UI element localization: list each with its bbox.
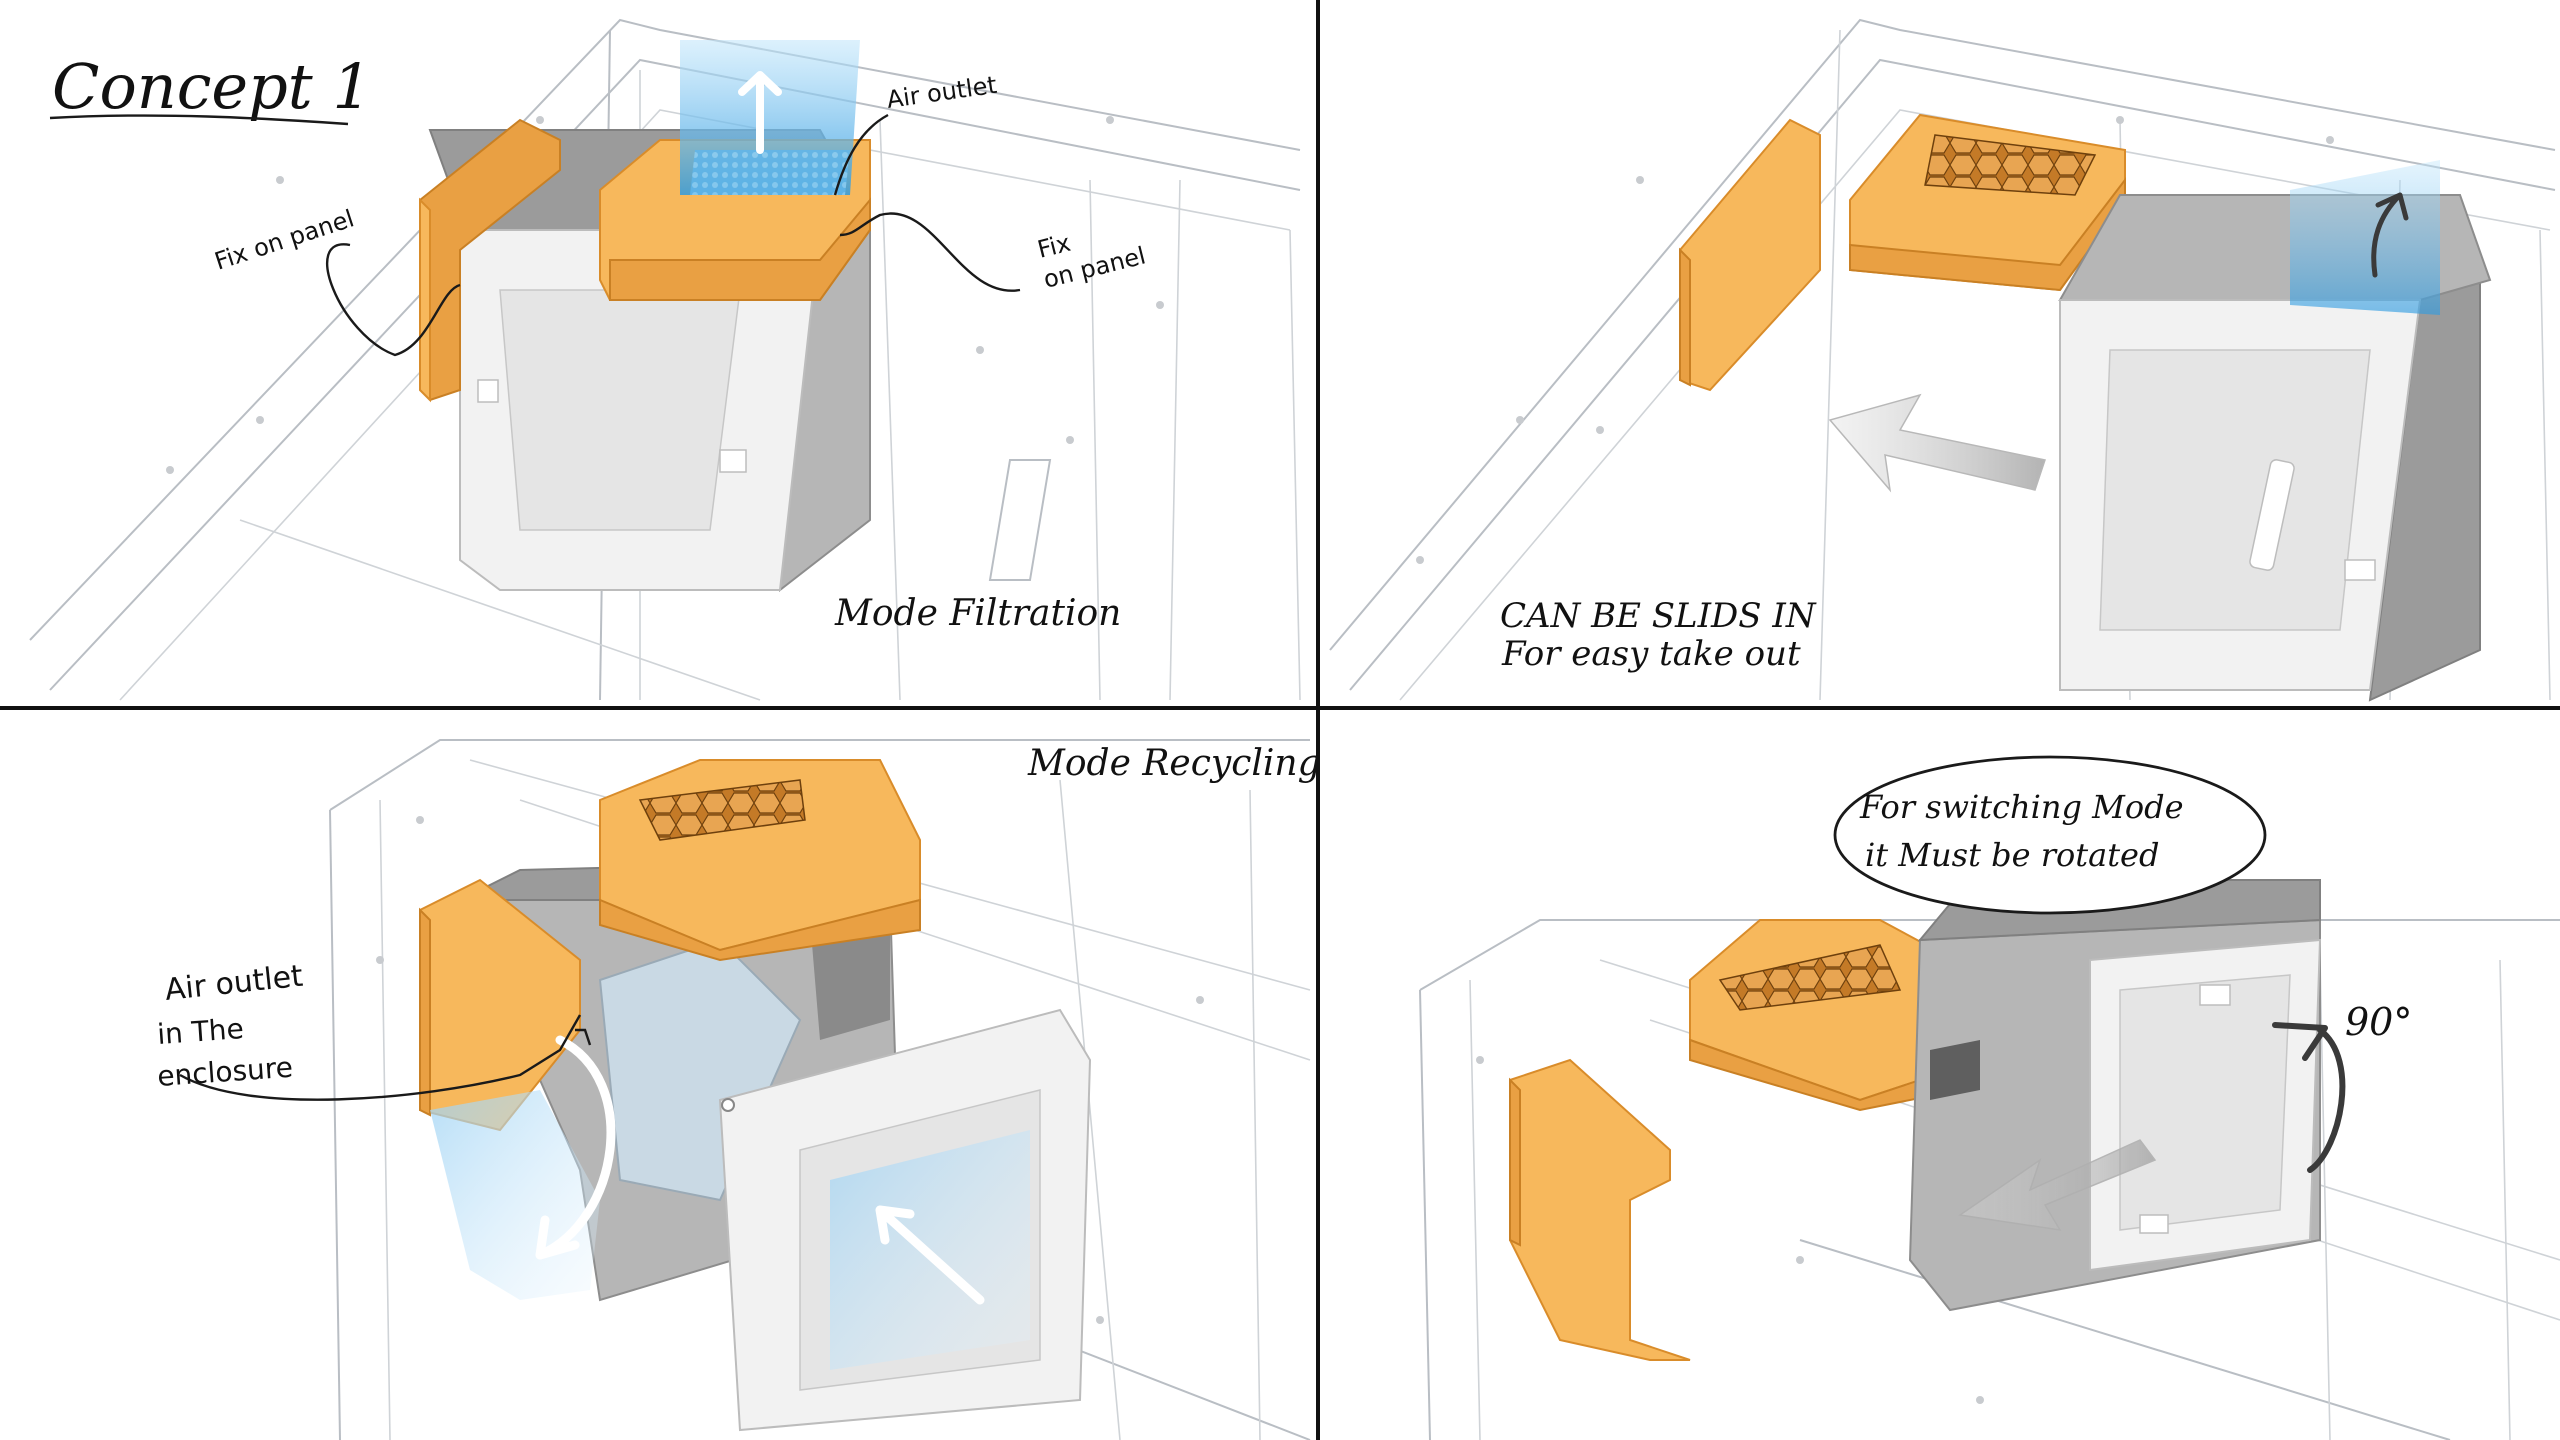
slide-arrow	[1828, 393, 2046, 493]
label-fix-right-line1: Fix	[1035, 229, 1074, 264]
label-fix-on-panel-left: Fix on panel	[211, 204, 357, 275]
leader-air-outlet	[833, 113, 889, 196]
rotation-arrow	[2307, 1027, 2346, 1173]
panel-mode-filtration: Concept 1 Air outlet Fix on panel Fix on…	[29, 18, 1301, 701]
filter-unit-rotating	[1908, 879, 2322, 1312]
caption-slide-in-line2: For easy take out	[1501, 634, 1801, 674]
leader-air-outlet-enclosure	[179, 1014, 592, 1101]
panel-rotate-switch: For switching Mode it Must be rotated 90…	[1419, 755, 2560, 1440]
caption-mode-recycling: Mode Recycling	[1027, 743, 1321, 784]
caption-slide-in-line1: CAN BE SLIDS IN	[1500, 596, 1817, 636]
label-air-outlet: Air outlet	[885, 71, 999, 114]
front-cover-detached	[718, 1008, 1092, 1432]
side-bracket-panel	[1509, 1058, 1691, 1361]
enclosure-wireframe-4	[1419, 919, 2560, 1440]
panel-mode-recycling: Air outlet in The enclosure Mode Recycli…	[156, 739, 1321, 1440]
bubble-text-line1: For switching Mode	[1859, 788, 2184, 826]
label-air-outlet-enclosure-l3: enclosure	[156, 1051, 294, 1093]
side-filter-panel-detached	[1679, 118, 1821, 392]
leader-fix-right	[839, 212, 1021, 292]
label-air-outlet-enclosure-l1: Air outlet	[163, 959, 305, 1008]
leader-fix-left	[326, 243, 461, 357]
label-air-outlet-enclosure-l2: in The	[156, 1012, 245, 1051]
bubble-text-line2: it Must be rotated	[1865, 836, 2159, 874]
removal-arrow	[1958, 1139, 2157, 1231]
air-outlet-curve-arrow	[535, 1035, 616, 1260]
rotation-angle-label: 90°	[2345, 1000, 2412, 1044]
air-outlet-flow	[680, 40, 860, 195]
speech-bubble	[1833, 755, 2267, 915]
top-filter-recycling	[599, 759, 921, 962]
air-outlet-flow-2	[2290, 160, 2440, 315]
title-underline	[49, 114, 349, 126]
caption-mode-filtration: Mode Filtration	[834, 593, 1121, 634]
page-title: Concept 1	[52, 50, 372, 123]
panel-slide-in: CAN BE SLIDS IN For easy take out	[1329, 18, 2556, 702]
